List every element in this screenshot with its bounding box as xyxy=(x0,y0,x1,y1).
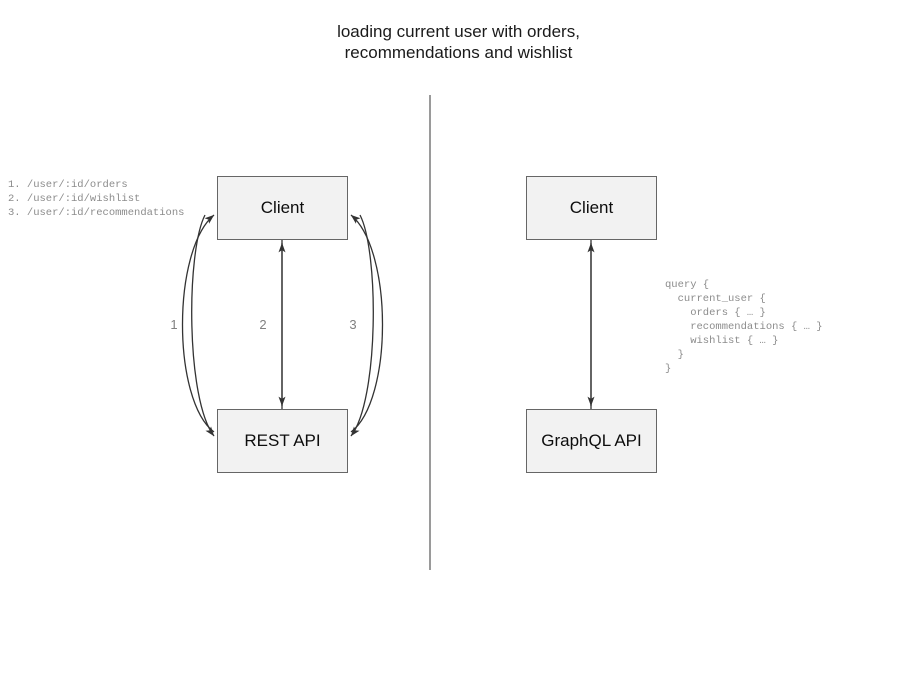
edge-label-2: 2 xyxy=(259,317,267,332)
node-client-graphql[interactable]: Client xyxy=(526,176,657,240)
edge-1-up xyxy=(181,214,215,433)
edge-3-down xyxy=(350,214,374,437)
edge-label-1: 1 xyxy=(170,317,178,332)
node-client-rest[interactable]: Client xyxy=(217,176,348,240)
node-graphql-api[interactable]: GraphQL API xyxy=(526,409,657,473)
rest-endpoint-list: 1. /user/:id/orders 2. /user/:id/wishlis… xyxy=(8,179,185,219)
edge-label-3: 3 xyxy=(349,317,357,332)
edge-1-down xyxy=(191,214,215,437)
graphql-query-block: query { current_user { orders { … } reco… xyxy=(665,279,823,375)
edge-3-up xyxy=(350,214,384,433)
page-title: loading current user with orders, recomm… xyxy=(337,22,580,62)
node-rest-api[interactable]: REST API xyxy=(217,409,348,473)
